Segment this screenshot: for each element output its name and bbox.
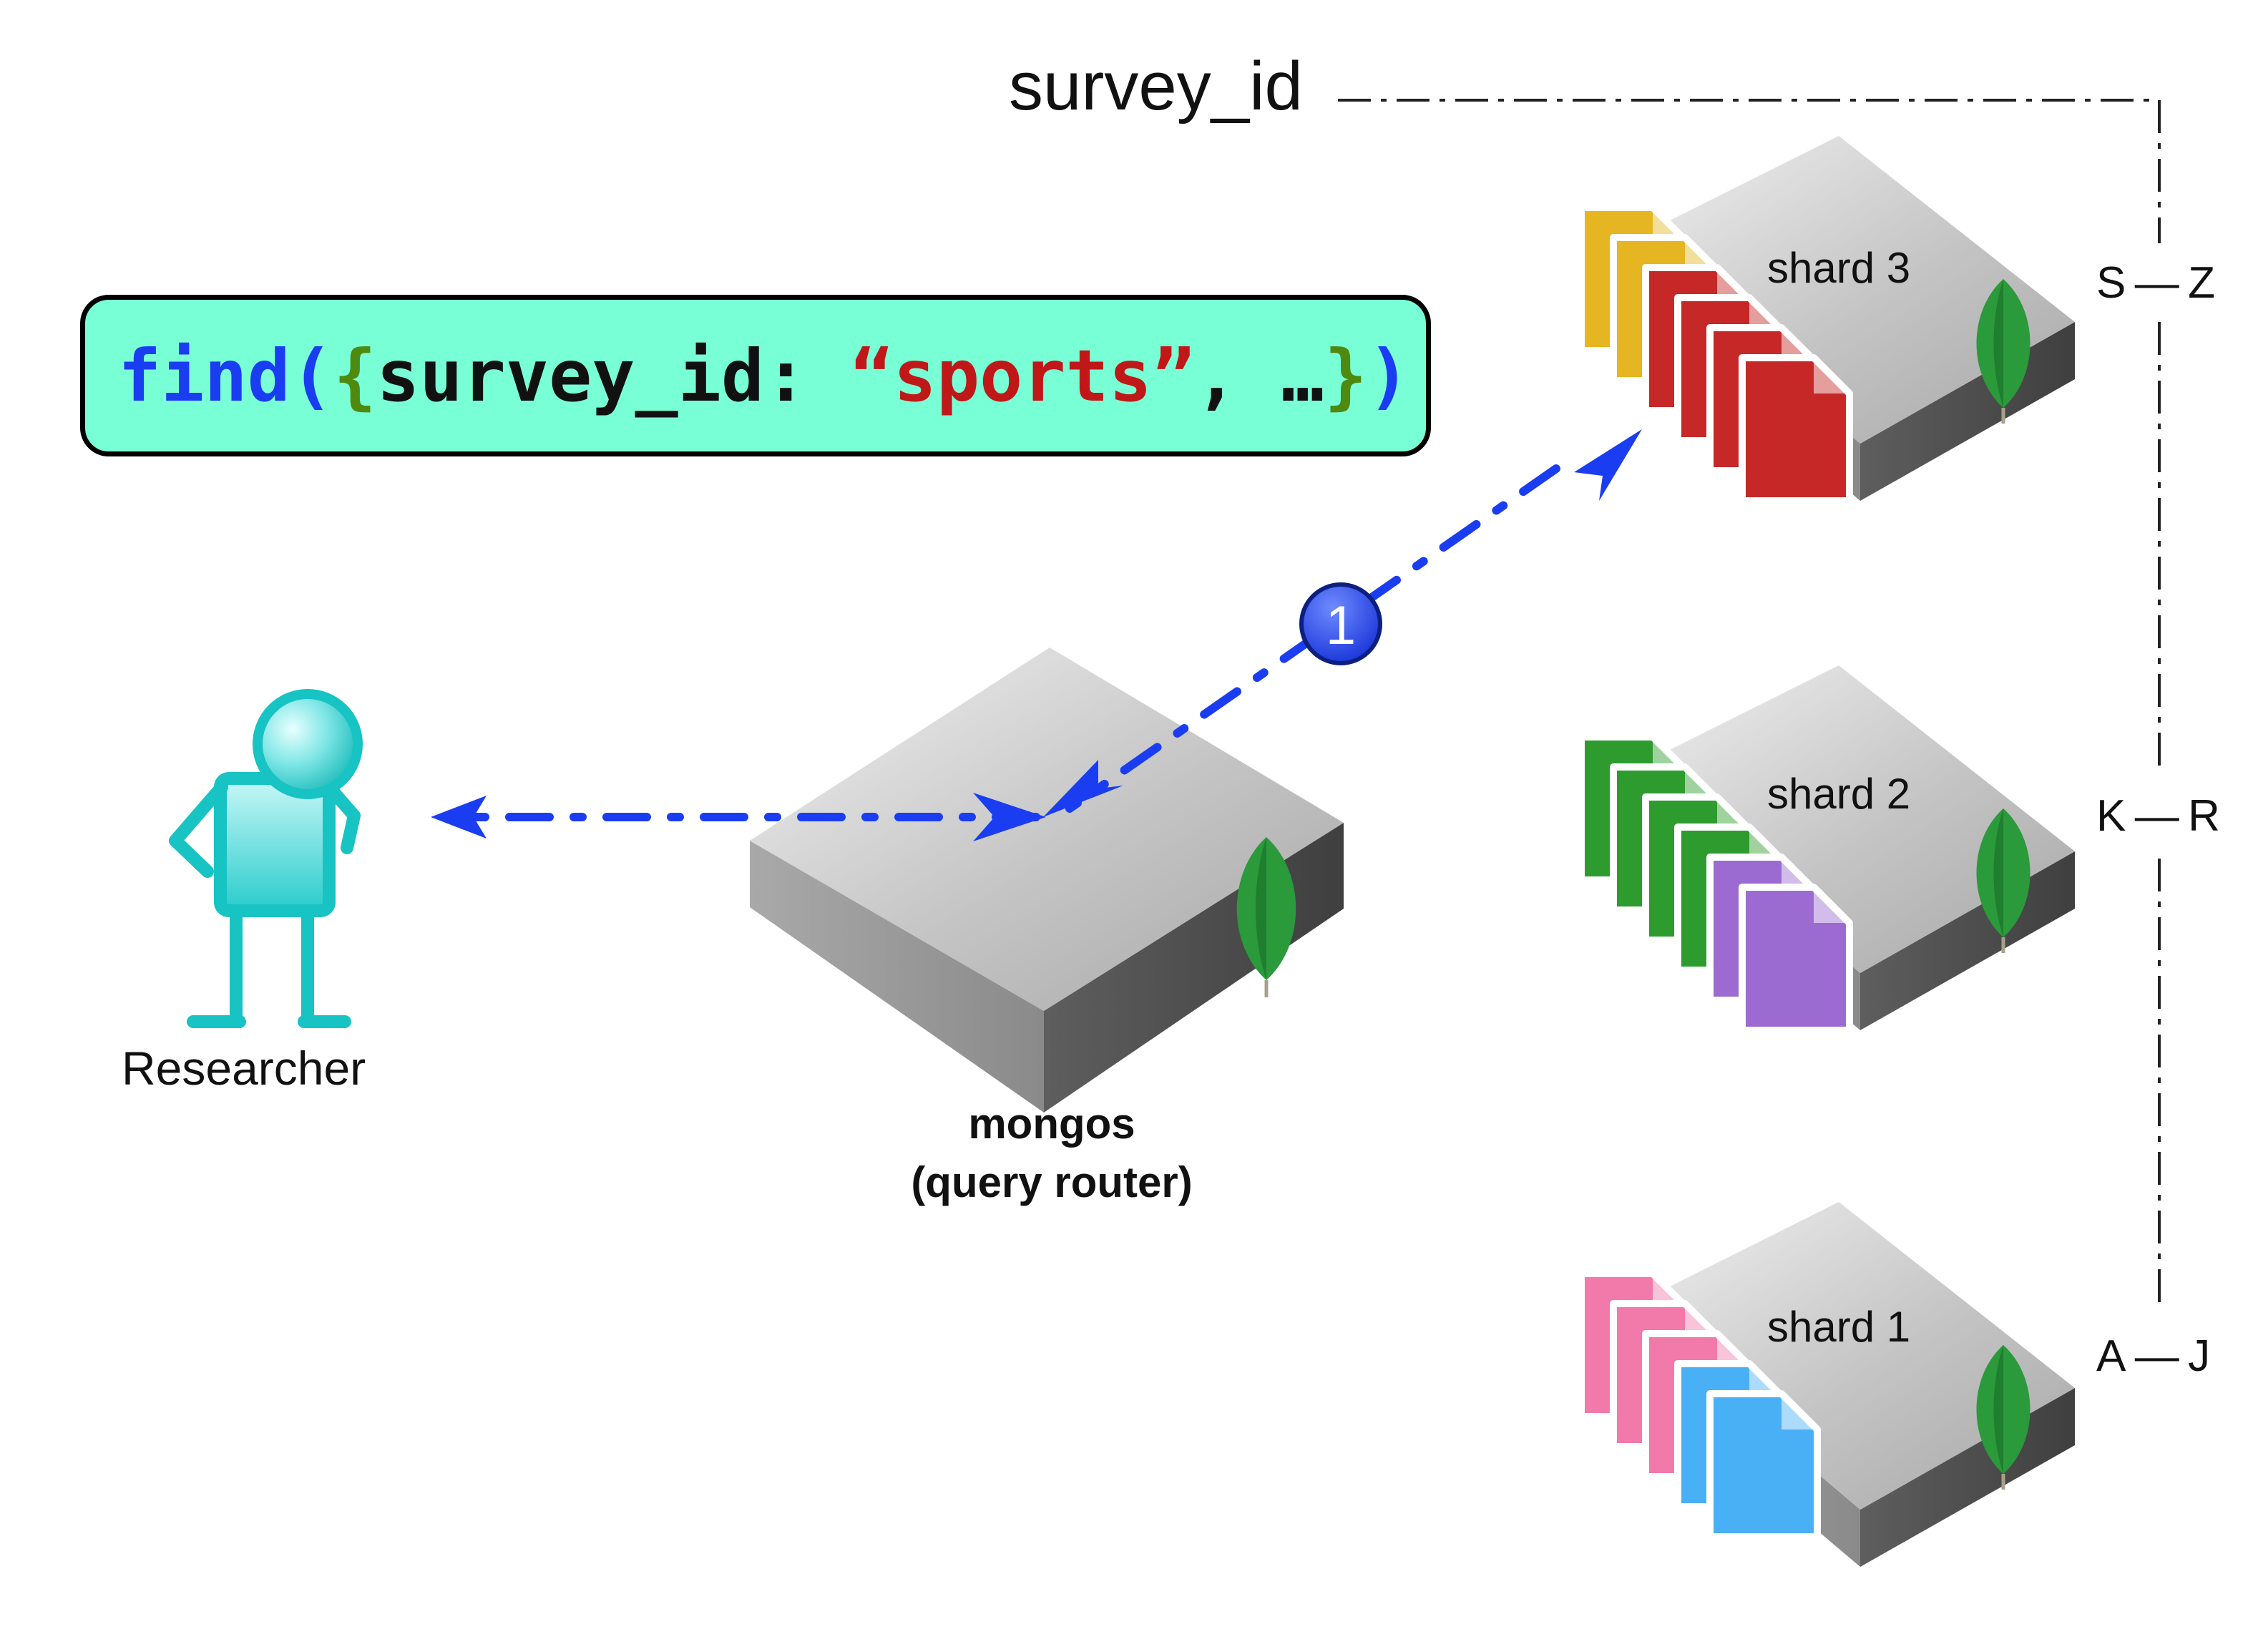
arrowhead-at-mongos [973,793,1046,841]
document-icon [1739,354,1853,504]
mongodb-leaf-icon [1236,837,1296,997]
query-open-brace: { [333,334,377,418]
query-field-value: “sports” [850,334,1196,418]
mongodb-leaf-icon [1976,279,2030,424]
document-stack [1578,1270,1821,1540]
document-icon [1739,884,1853,1034]
arrowhead-at-shard3 [1574,429,1642,501]
query-close-paren: ) [1367,334,1411,418]
shard-1-group[interactable] [1578,1202,2075,1567]
shards-layer [1578,136,2075,1567]
query-function-name: find [118,334,290,418]
mongodb-leaf-icon [1976,1345,2030,1490]
step-number-badge: 1 [1299,582,1382,665]
query-field-name: survey_id: [376,334,851,418]
query-close-brace: } [1324,334,1368,418]
shard-3-name: shard 3 [1767,244,1911,292]
document-icon [1706,1390,1821,1540]
mongos-box-top-face [750,647,1344,1011]
mongos-label-line2: (query router) [911,1158,1193,1206]
shard-2-name: shard 2 [1767,770,1911,818]
step-number-text: 1 [1326,595,1356,656]
shard-2-range: K — R [2096,791,2220,841]
shard-3-group[interactable] [1578,136,2075,504]
shard-box-top-face [1624,665,2075,973]
query-code-text: find({survey_id: “sports”, …}) [118,334,1410,418]
shard-2-group[interactable] [1578,665,2075,1034]
arrowhead-at-researcher [431,796,487,839]
mongos-label-line1: mongos [968,1100,1135,1148]
shard-box-top-face [1624,1202,2075,1510]
shard-key-title: survey_id [1009,48,1303,124]
document-stack [1578,204,1853,504]
shard-key-axis [1338,99,2161,1302]
document-stack [1578,733,1853,1034]
query-open-paren: ( [290,334,334,418]
mongos-label: mongos (query router) [887,1095,1216,1212]
arrowhead-at-mongos-diagonal [1043,760,1123,817]
mongodb-leaf-icon [1976,808,2030,953]
mongos-box-left-face [750,841,1044,1113]
researcher-label: Researcher [122,1042,366,1095]
person-thinking-icon [169,689,363,1028]
shard-1-name: shard 1 [1767,1303,1911,1351]
shard-3-range: S — Z [2096,258,2216,308]
query-rest: , … [1195,334,1324,418]
arrowheads [431,429,1642,841]
query-code-box: find({survey_id: “sports”, …}) [80,295,1431,456]
shard-box-top-face [1624,136,2075,444]
shard-1-range: A — J [2096,1331,2211,1381]
